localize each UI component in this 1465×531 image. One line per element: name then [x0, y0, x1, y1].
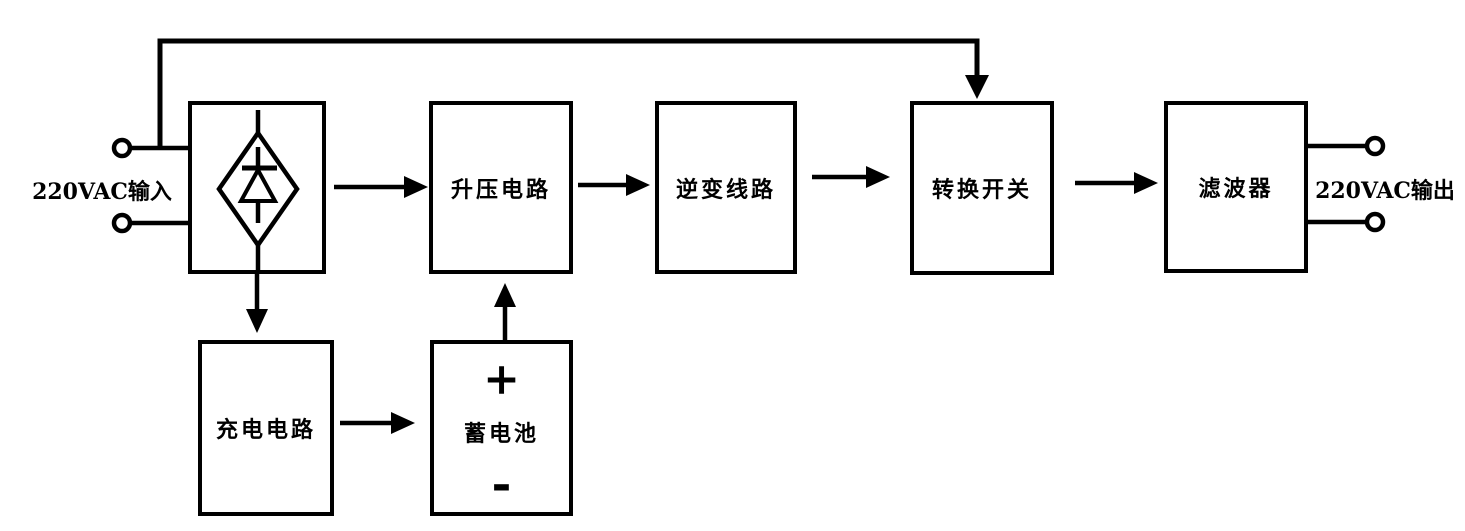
arrow-rectifier-to-charger [246, 273, 268, 333]
battery-minus-sign: - [491, 456, 512, 512]
arrow-boost-to-inverter [578, 174, 650, 196]
battery-block: + 蓄电池 - [430, 340, 573, 516]
arrow-charger-to-battery [340, 412, 415, 434]
output-voltage-label: 220VAC输出 [1315, 178, 1455, 204]
arrow-rectifier-to-boost [334, 176, 428, 198]
rectifier-diode-icon [216, 110, 300, 273]
output-terminal-bottom-icon [1308, 211, 1386, 233]
transfer-switch-block: 转换开关 [910, 101, 1054, 275]
input-terminal-bottom-icon [111, 212, 188, 234]
arrow-transfer-to-filter [1075, 172, 1158, 194]
rectifier-block [188, 101, 326, 274]
boost-circuit-block: 升压电路 [429, 101, 573, 274]
filter-block: 滤波器 [1164, 101, 1308, 273]
charger-circuit-block: 充电电路 [198, 340, 334, 516]
input-terminal-top-icon [111, 137, 188, 159]
filter-label: 滤波器 [1198, 176, 1274, 202]
bypass-line [157, 38, 989, 148]
transfer-switch-label: 转换开关 [931, 177, 1032, 203]
inverter-circuit-label: 逆变线路 [675, 176, 776, 203]
input-voltage-label: 220VAC输入 [32, 179, 172, 205]
inverter-circuit-block: 逆变线路 [655, 101, 797, 274]
battery-plus-sign: + [483, 354, 520, 405]
arrow-battery-to-boost [494, 283, 516, 341]
output-terminal-top-icon [1308, 135, 1386, 157]
arrow-inverter-to-transfer [812, 166, 890, 188]
battery-label: 蓄电池 [463, 421, 539, 447]
boost-circuit-label: 升压电路 [450, 176, 551, 203]
charger-circuit-label: 充电电路 [215, 417, 316, 443]
